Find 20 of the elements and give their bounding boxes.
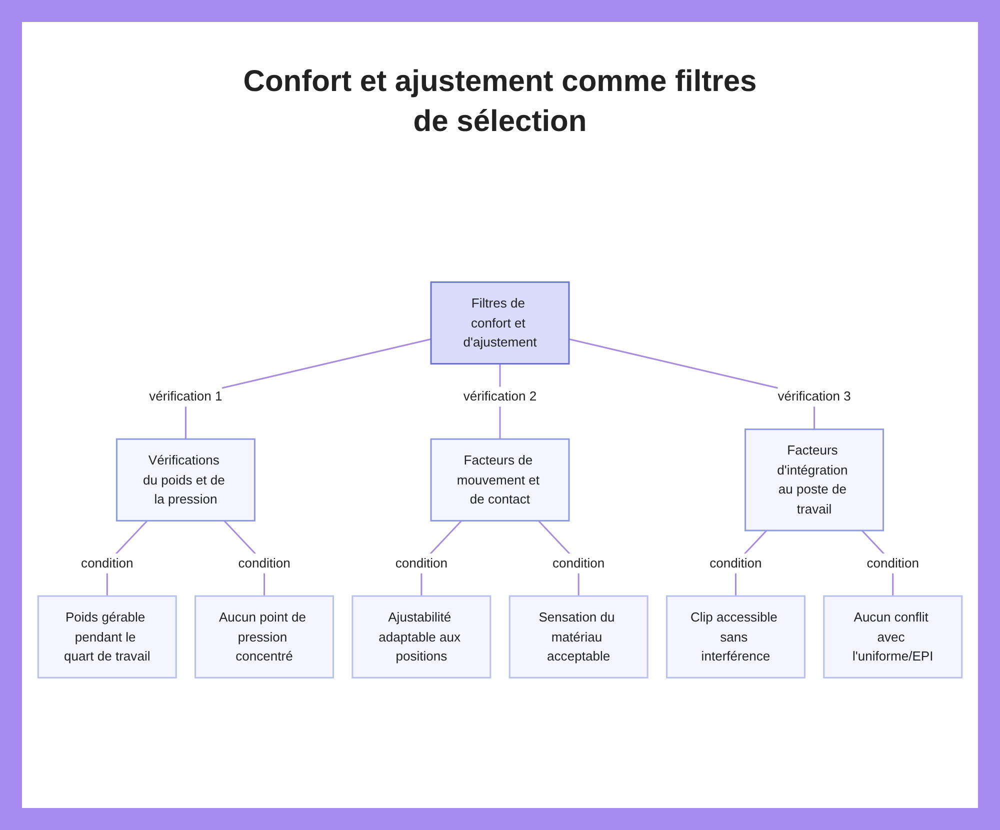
node-box: Sensation du matériau acceptable: [508, 595, 648, 679]
edge-label: vérification 1: [149, 389, 222, 404]
edge-label: condition: [395, 556, 448, 570]
edge-label: vérification 3: [778, 389, 851, 404]
edge-label: vérification 2: [463, 389, 537, 404]
diagram-title: Confort et ajustement comme filtres de sélection: [242, 64, 758, 140]
edge-label: condition: [81, 556, 134, 570]
node-box: Facteurs d'intégration au poste de travail: [744, 428, 884, 532]
edge-label: condition: [552, 556, 605, 570]
node-box: Vérifications du poids et de la pression: [116, 438, 256, 522]
node-box: Filtres de confort et d'ajustement: [430, 281, 570, 365]
node-box: Facteurs de mouvement et de contact: [430, 438, 570, 522]
edge-label: condition: [238, 556, 290, 570]
edge-label: condition: [710, 556, 762, 570]
node-box: Clip accessible sans interférence: [666, 595, 806, 679]
node-box: Ajustabilité adaptable aux positions: [352, 595, 492, 679]
edge-label: condition: [866, 556, 919, 570]
node-box: Aucun point de pression concentré: [194, 595, 334, 679]
node-box: Aucun conflit avec l'uniforme/EPI: [823, 595, 963, 679]
node-box: Poids gérable pendant le quart de travail: [37, 595, 177, 679]
